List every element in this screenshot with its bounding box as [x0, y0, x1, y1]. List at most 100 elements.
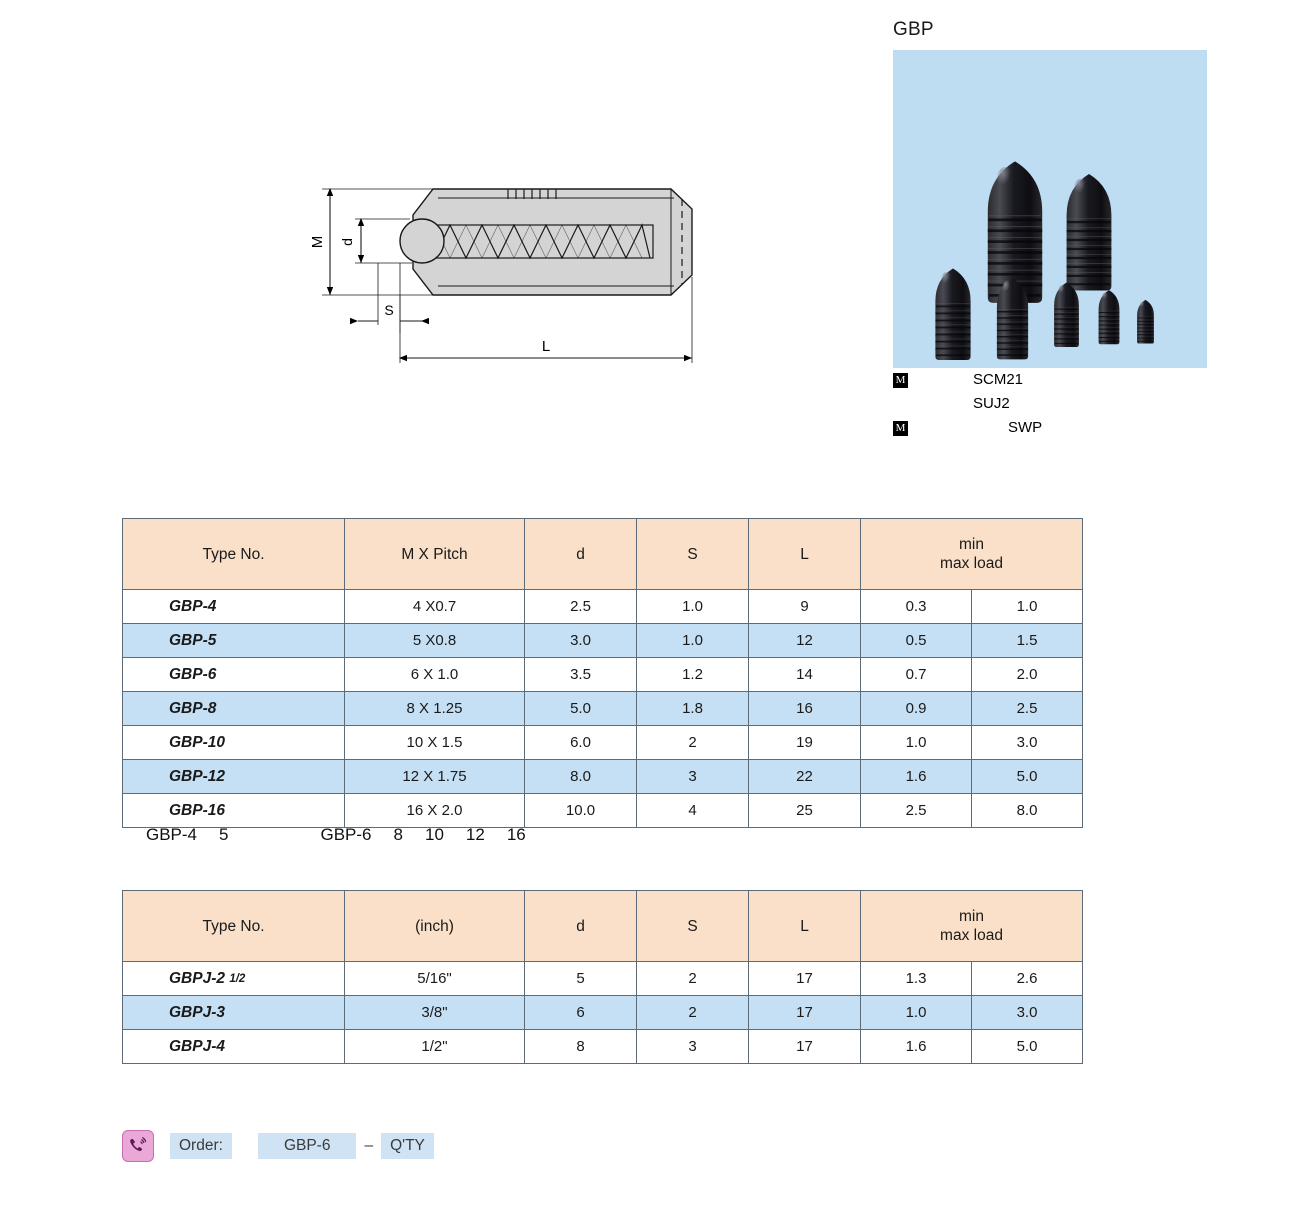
- cell-s: 2: [636, 725, 749, 760]
- cell-l: 16: [748, 691, 861, 726]
- cell-s: 3: [636, 1029, 749, 1064]
- material-badge-icon: M: [893, 372, 908, 388]
- cell-max: 1.5: [971, 623, 1083, 658]
- material-row-1: M SCM21: [893, 368, 1223, 392]
- plunger-small-4: [1098, 289, 1120, 345]
- cell-l: 9: [748, 589, 861, 624]
- cell-max: 8.0: [971, 793, 1083, 828]
- cell-type: GBP-12: [122, 759, 345, 794]
- table-row: GBP-10 10 X 1.5 6.0 2 19 1.0 3.0: [122, 725, 1083, 760]
- plunger-large-2: [1065, 172, 1113, 292]
- material-row-3: M SWP: [893, 416, 1223, 440]
- cell-max: 3.0: [971, 995, 1083, 1030]
- cell-min: 1.0: [860, 995, 972, 1030]
- cell-type: GBP-5: [122, 623, 345, 658]
- cell-max: 3.0: [971, 725, 1083, 760]
- col-header-maxload: max load: [940, 927, 1003, 944]
- dimension-label-s: S: [384, 302, 393, 318]
- cell-pitch: 10 X 1.5: [344, 725, 525, 760]
- telephone-icon-glyph: [130, 1137, 147, 1152]
- cell-d: 8: [524, 1029, 637, 1064]
- cell-l: 14: [748, 657, 861, 692]
- cell-type-fraction: 1/2: [229, 972, 246, 985]
- dimension-drawing: M d S L: [300, 165, 720, 375]
- dimension-label-d: d: [339, 238, 355, 246]
- cell-type: GBP-6: [122, 657, 345, 692]
- inch-spec-table: Type No. (inch) d S L min max load GBPJ-…: [122, 890, 1083, 1064]
- cell-s: 2: [636, 995, 749, 1030]
- material-name: SCM21: [973, 371, 1024, 388]
- table-row: GBP-16 16 X 2.0 10.0 4 25 2.5 8.0: [122, 793, 1083, 828]
- cell-s: 3: [636, 759, 749, 794]
- product-photo: [893, 50, 1207, 368]
- cell-min: 1.6: [860, 1029, 972, 1064]
- telephone-ringing-icon[interactable]: [122, 1130, 154, 1162]
- cell-s: 1.8: [636, 691, 749, 726]
- cell-min: 0.9: [860, 691, 972, 726]
- cell-size: 5/16": [344, 961, 525, 996]
- table-header-row: Type No. M X Pitch d S L min max load: [122, 518, 1083, 590]
- col-header-min: min: [959, 908, 984, 925]
- cell-size: 3/8": [344, 995, 525, 1030]
- order-code-field[interactable]: GBP-6: [257, 1133, 357, 1159]
- cell-s: 1.0: [636, 623, 749, 658]
- cell-s: 2: [636, 961, 749, 996]
- ball-head: [399, 218, 445, 264]
- cell-min: 0.5: [860, 623, 972, 658]
- cell-d: 3.5: [524, 657, 637, 692]
- cell-type: GBP-16: [122, 793, 345, 828]
- material-badge-placeholder: [893, 397, 908, 412]
- cell-pitch: 4 X0.7: [344, 589, 525, 624]
- note-part-b: 5: [219, 825, 229, 844]
- table-row: GBP-4 4 X0.7 2.5 1.0 9 0.3 1.0: [122, 589, 1083, 624]
- plunger-small-3: [1053, 281, 1080, 348]
- order-row: Order: GBP-6 – Q'TY: [122, 1124, 434, 1168]
- cell-min: 0.7: [860, 657, 972, 692]
- col-header-d: d: [524, 518, 637, 590]
- cell-size: 1/2": [344, 1029, 525, 1064]
- cell-s: 1.2: [636, 657, 749, 692]
- cell-d: 10.0: [524, 793, 637, 828]
- cell-d: 8.0: [524, 759, 637, 794]
- col-header-load: min max load: [860, 890, 1083, 962]
- cell-type: GBPJ-3: [122, 995, 345, 1030]
- col-header-type: Type No.: [122, 890, 345, 962]
- plunger-small-1: [934, 267, 972, 361]
- cell-pitch: 8 X 1.25: [344, 691, 525, 726]
- order-dash: –: [364, 1137, 374, 1154]
- metric-spec-table: Type No. M X Pitch d S L min max load GB…: [122, 518, 1083, 828]
- col-header-pitch: M X Pitch: [344, 518, 525, 590]
- table-row: GBP-12 12 X 1.75 8.0 3 22 1.6 5.0: [122, 759, 1083, 794]
- table-row: GBPJ-3 3/8" 6 2 17 1.0 3.0: [122, 995, 1083, 1030]
- material-name: SUJ2: [973, 395, 1010, 412]
- col-header-maxload: max load: [940, 555, 1003, 572]
- cell-type: GBP-10: [122, 725, 345, 760]
- cell-d: 5: [524, 961, 637, 996]
- cell-max: 5.0: [971, 1029, 1083, 1064]
- cell-min: 0.3: [860, 589, 972, 624]
- table-row: GBP-5 5 X0.8 3.0 1.0 12 0.5 1.5: [122, 623, 1083, 658]
- order-qty-field[interactable]: Q'TY: [381, 1133, 434, 1159]
- cell-max: 1.0: [971, 589, 1083, 624]
- col-header-inch: (inch): [344, 890, 525, 962]
- table-row: GBPJ-4 1/2" 8 3 17 1.6 5.0: [122, 1029, 1083, 1064]
- note-part-g: 16: [506, 825, 526, 844]
- table-row: GBP-6 6 X 1.0 3.5 1.2 14 0.7 2.0: [122, 657, 1083, 692]
- dimension-drawing-svg: M d S L: [309, 188, 693, 363]
- product-title: GBP: [893, 19, 934, 40]
- cell-l: 22: [748, 759, 861, 794]
- cell-d: 6.0: [524, 725, 637, 760]
- cell-l: 19: [748, 725, 861, 760]
- cell-l: 17: [748, 995, 861, 1030]
- cell-type: GBP-4: [122, 589, 345, 624]
- cell-max: 2.6: [971, 961, 1083, 996]
- dimension-label-m: M: [309, 236, 326, 249]
- note-part-c: GBP-6: [320, 825, 372, 844]
- table-row: GBP-8 8 X 1.25 5.0 1.8 16 0.9 2.5: [122, 691, 1083, 726]
- cell-min: 1.6: [860, 759, 972, 794]
- col-header-l: L: [748, 890, 861, 962]
- ball-plunger-photo: [934, 160, 1155, 361]
- cell-l: 12: [748, 623, 861, 658]
- cell-pitch: 5 X0.8: [344, 623, 525, 658]
